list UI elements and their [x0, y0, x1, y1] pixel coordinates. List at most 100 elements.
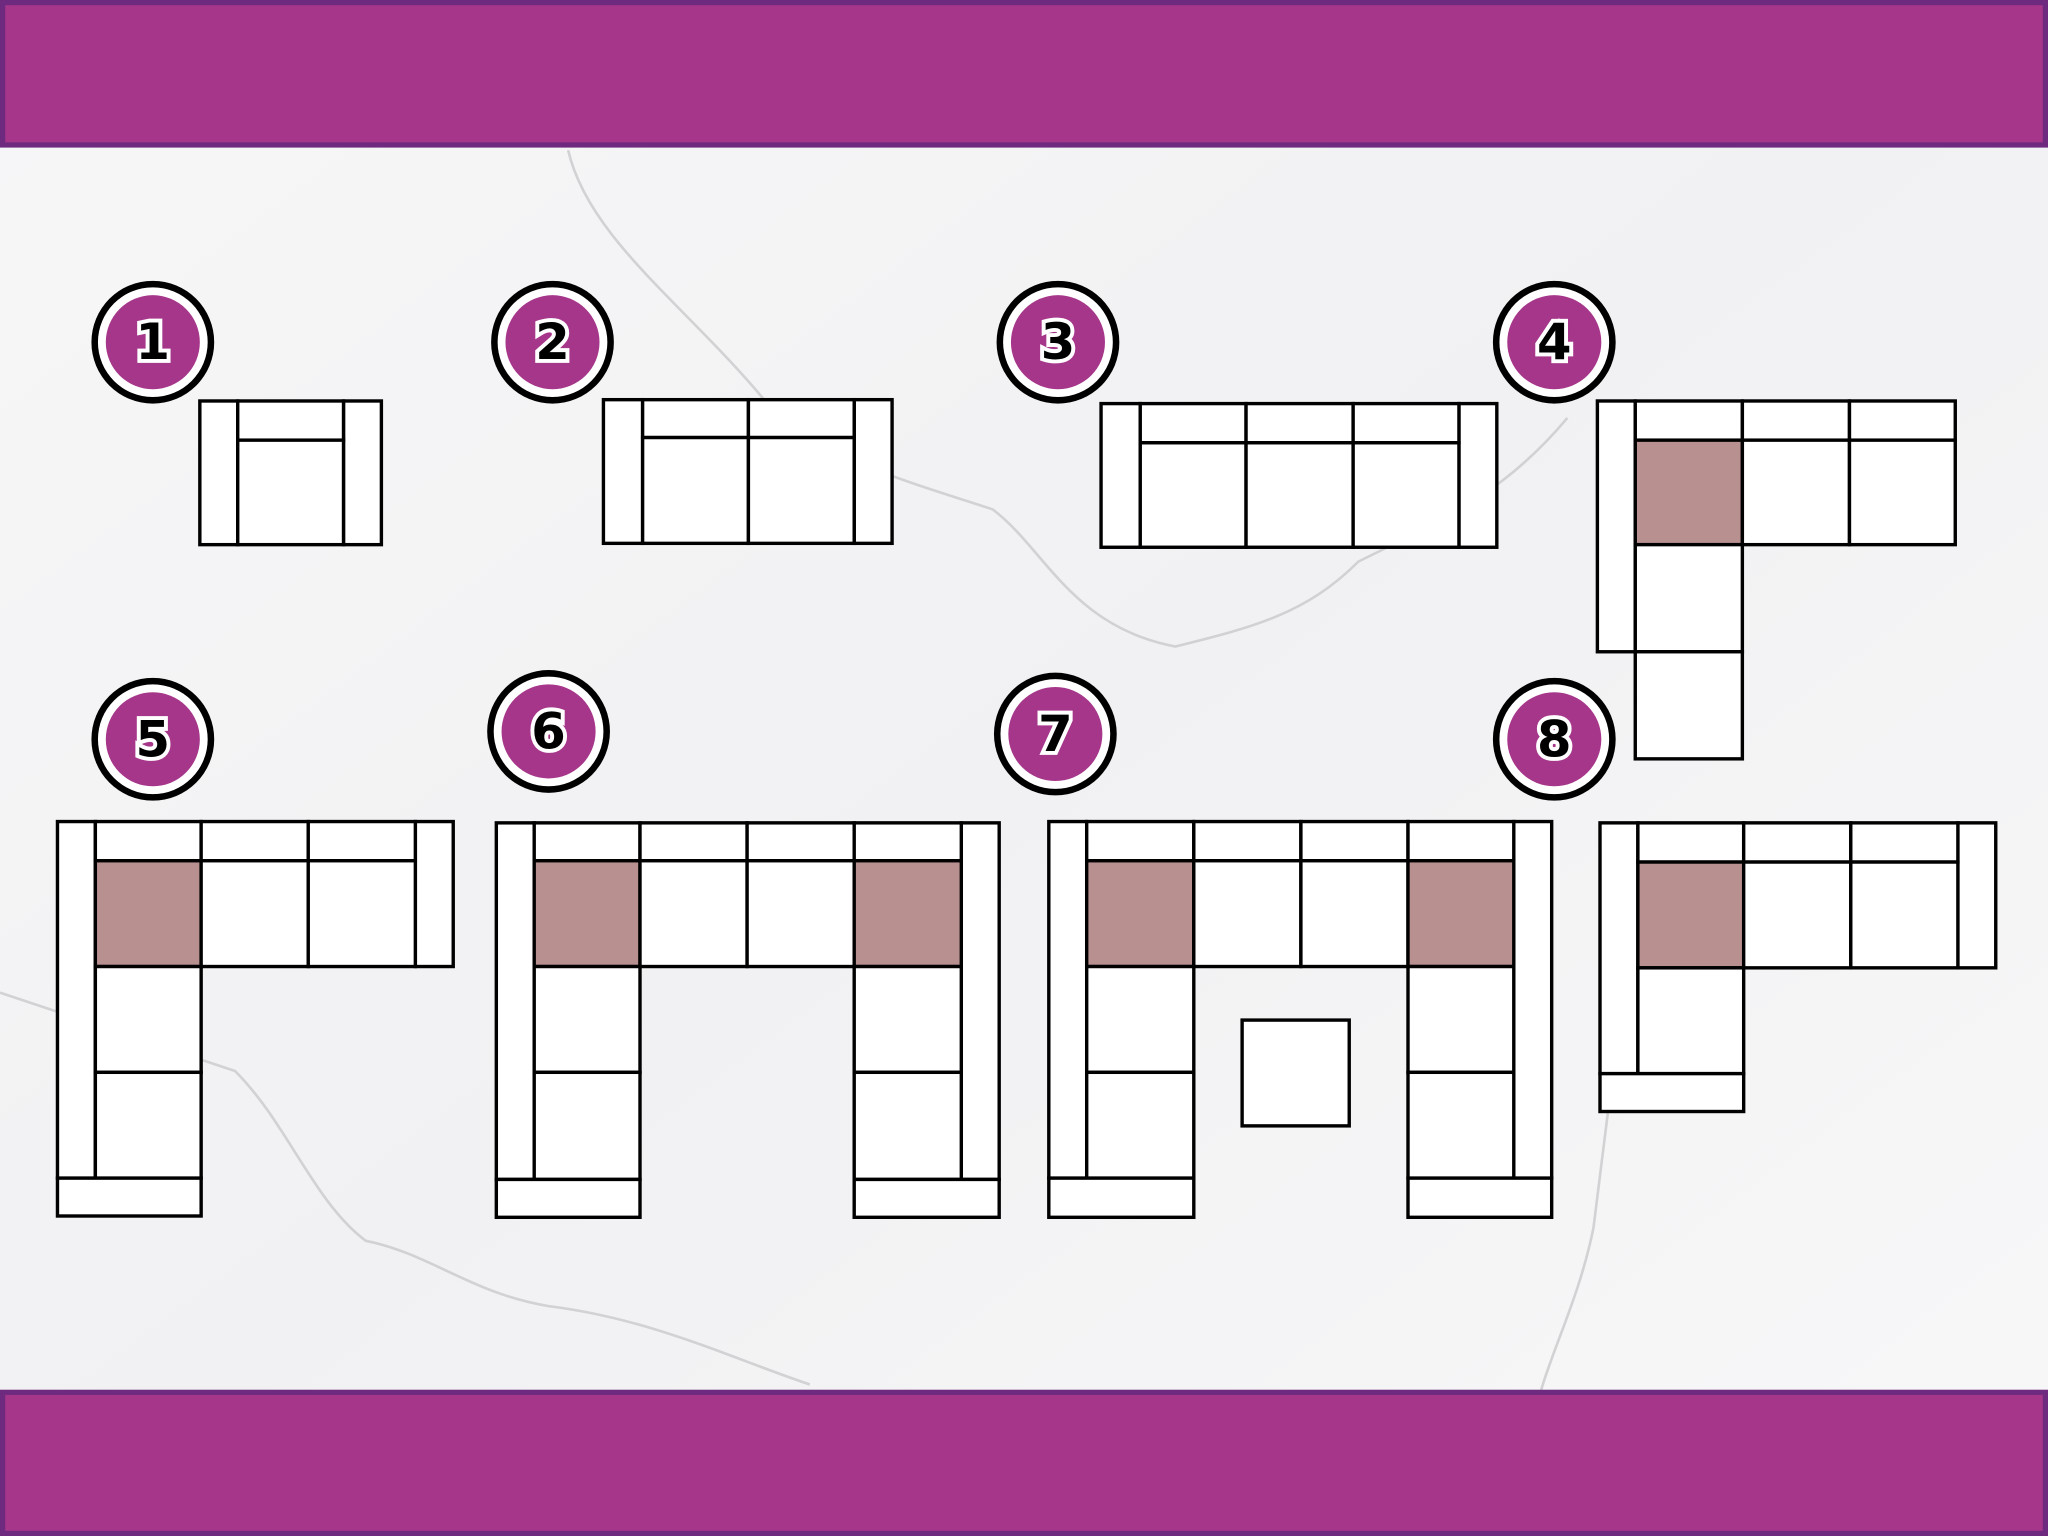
ottoman	[1240, 1018, 1351, 1128]
arm	[55, 819, 98, 1180]
seat	[1406, 1070, 1516, 1180]
backrest	[852, 821, 964, 863]
arm	[1598, 821, 1640, 1076]
arm	[494, 821, 536, 1182]
seat	[1244, 441, 1355, 549]
backrest	[1244, 401, 1355, 445]
badge-6: 6	[487, 670, 610, 793]
corner-seat	[1636, 860, 1746, 970]
arm	[601, 397, 645, 546]
seat	[236, 438, 346, 547]
end-arm	[1598, 1071, 1746, 1114]
seat	[306, 859, 418, 969]
corner-seat	[1406, 859, 1516, 969]
header-banner	[0, 0, 2048, 148]
corner-seat	[1084, 859, 1196, 969]
seat	[532, 964, 642, 1075]
backrest	[532, 821, 642, 863]
seat	[852, 964, 964, 1075]
badge-number: 4	[1537, 313, 1572, 371]
seat	[1849, 860, 1960, 970]
corner-seat	[532, 859, 642, 969]
layout-4-corner-chaise	[1595, 399, 1957, 761]
layout-1-armchair	[198, 399, 384, 547]
seat	[1299, 859, 1410, 969]
badge-number: 7	[1038, 705, 1073, 763]
seat	[746, 435, 856, 546]
end-arm	[55, 1176, 203, 1218]
badge-number: 3	[1041, 313, 1076, 371]
backrest	[638, 821, 749, 863]
end-arm	[1406, 1176, 1554, 1220]
seat	[745, 859, 856, 969]
arm	[1595, 399, 1637, 654]
seat	[1138, 441, 1248, 549]
arm	[198, 399, 240, 547]
corner-seat	[93, 859, 203, 969]
seat	[93, 1070, 203, 1180]
corner-seat	[1633, 438, 1745, 547]
end-arm	[852, 1177, 1001, 1220]
badge-2: 2	[491, 280, 614, 404]
backrest	[199, 819, 310, 863]
arm	[1457, 401, 1499, 549]
seat	[1192, 859, 1303, 969]
backrest	[1138, 401, 1248, 445]
badge-number: 8	[1537, 710, 1572, 768]
backrest	[1636, 821, 1746, 864]
corner-seat	[852, 859, 964, 969]
backrest	[1741, 821, 1853, 864]
arm	[959, 821, 1001, 1182]
layout-2-two-seater	[601, 397, 894, 546]
arm	[1956, 821, 1998, 970]
seat	[199, 859, 310, 969]
backrest	[1406, 819, 1516, 863]
backrest	[1847, 399, 1957, 442]
seat	[640, 435, 751, 546]
backrest	[1084, 819, 1196, 863]
badge-number: 1	[136, 313, 171, 371]
seat	[1406, 964, 1516, 1075]
seat	[1084, 1070, 1196, 1180]
seat	[1741, 860, 1853, 970]
backrest	[236, 399, 346, 442]
layout-6-u-shape	[494, 821, 1001, 1220]
backrest	[745, 821, 856, 863]
badge-number: 2	[535, 313, 570, 371]
badge-8: 8	[1492, 677, 1616, 801]
seat	[532, 1070, 642, 1182]
backrest	[640, 397, 751, 440]
arm	[852, 397, 894, 546]
backrest	[306, 819, 418, 863]
arm	[1047, 819, 1089, 1180]
layout-7-u-shape-ottoman	[1047, 819, 1554, 1220]
layout-3-three-seater	[1099, 401, 1499, 549]
backrest	[1633, 399, 1745, 442]
badge-number: 6	[531, 702, 566, 760]
badge-4: 4	[1492, 280, 1616, 404]
layout-8-corner	[1598, 821, 1998, 1114]
badge-number: 5	[136, 710, 171, 768]
badge-3: 3	[996, 280, 1120, 404]
arm	[1512, 819, 1554, 1180]
seat	[1633, 542, 1745, 654]
end-arm	[1047, 1176, 1196, 1220]
arm	[413, 819, 455, 969]
seat	[1847, 438, 1957, 547]
footer-banner	[0, 1389, 2048, 1536]
seat	[1351, 441, 1461, 549]
chaise	[1633, 650, 1745, 761]
backrest	[1849, 821, 1960, 864]
arm	[1099, 401, 1142, 549]
badge-1: 1	[91, 280, 215, 404]
seat	[852, 1070, 964, 1182]
backrest	[1299, 819, 1410, 863]
backrest	[1351, 401, 1461, 445]
layout-5-corner-chaise	[55, 819, 455, 1218]
badge-7: 7	[993, 672, 1117, 796]
arm	[341, 399, 384, 547]
backrest	[93, 819, 203, 863]
end-arm	[494, 1177, 642, 1220]
backrest	[1740, 399, 1852, 442]
